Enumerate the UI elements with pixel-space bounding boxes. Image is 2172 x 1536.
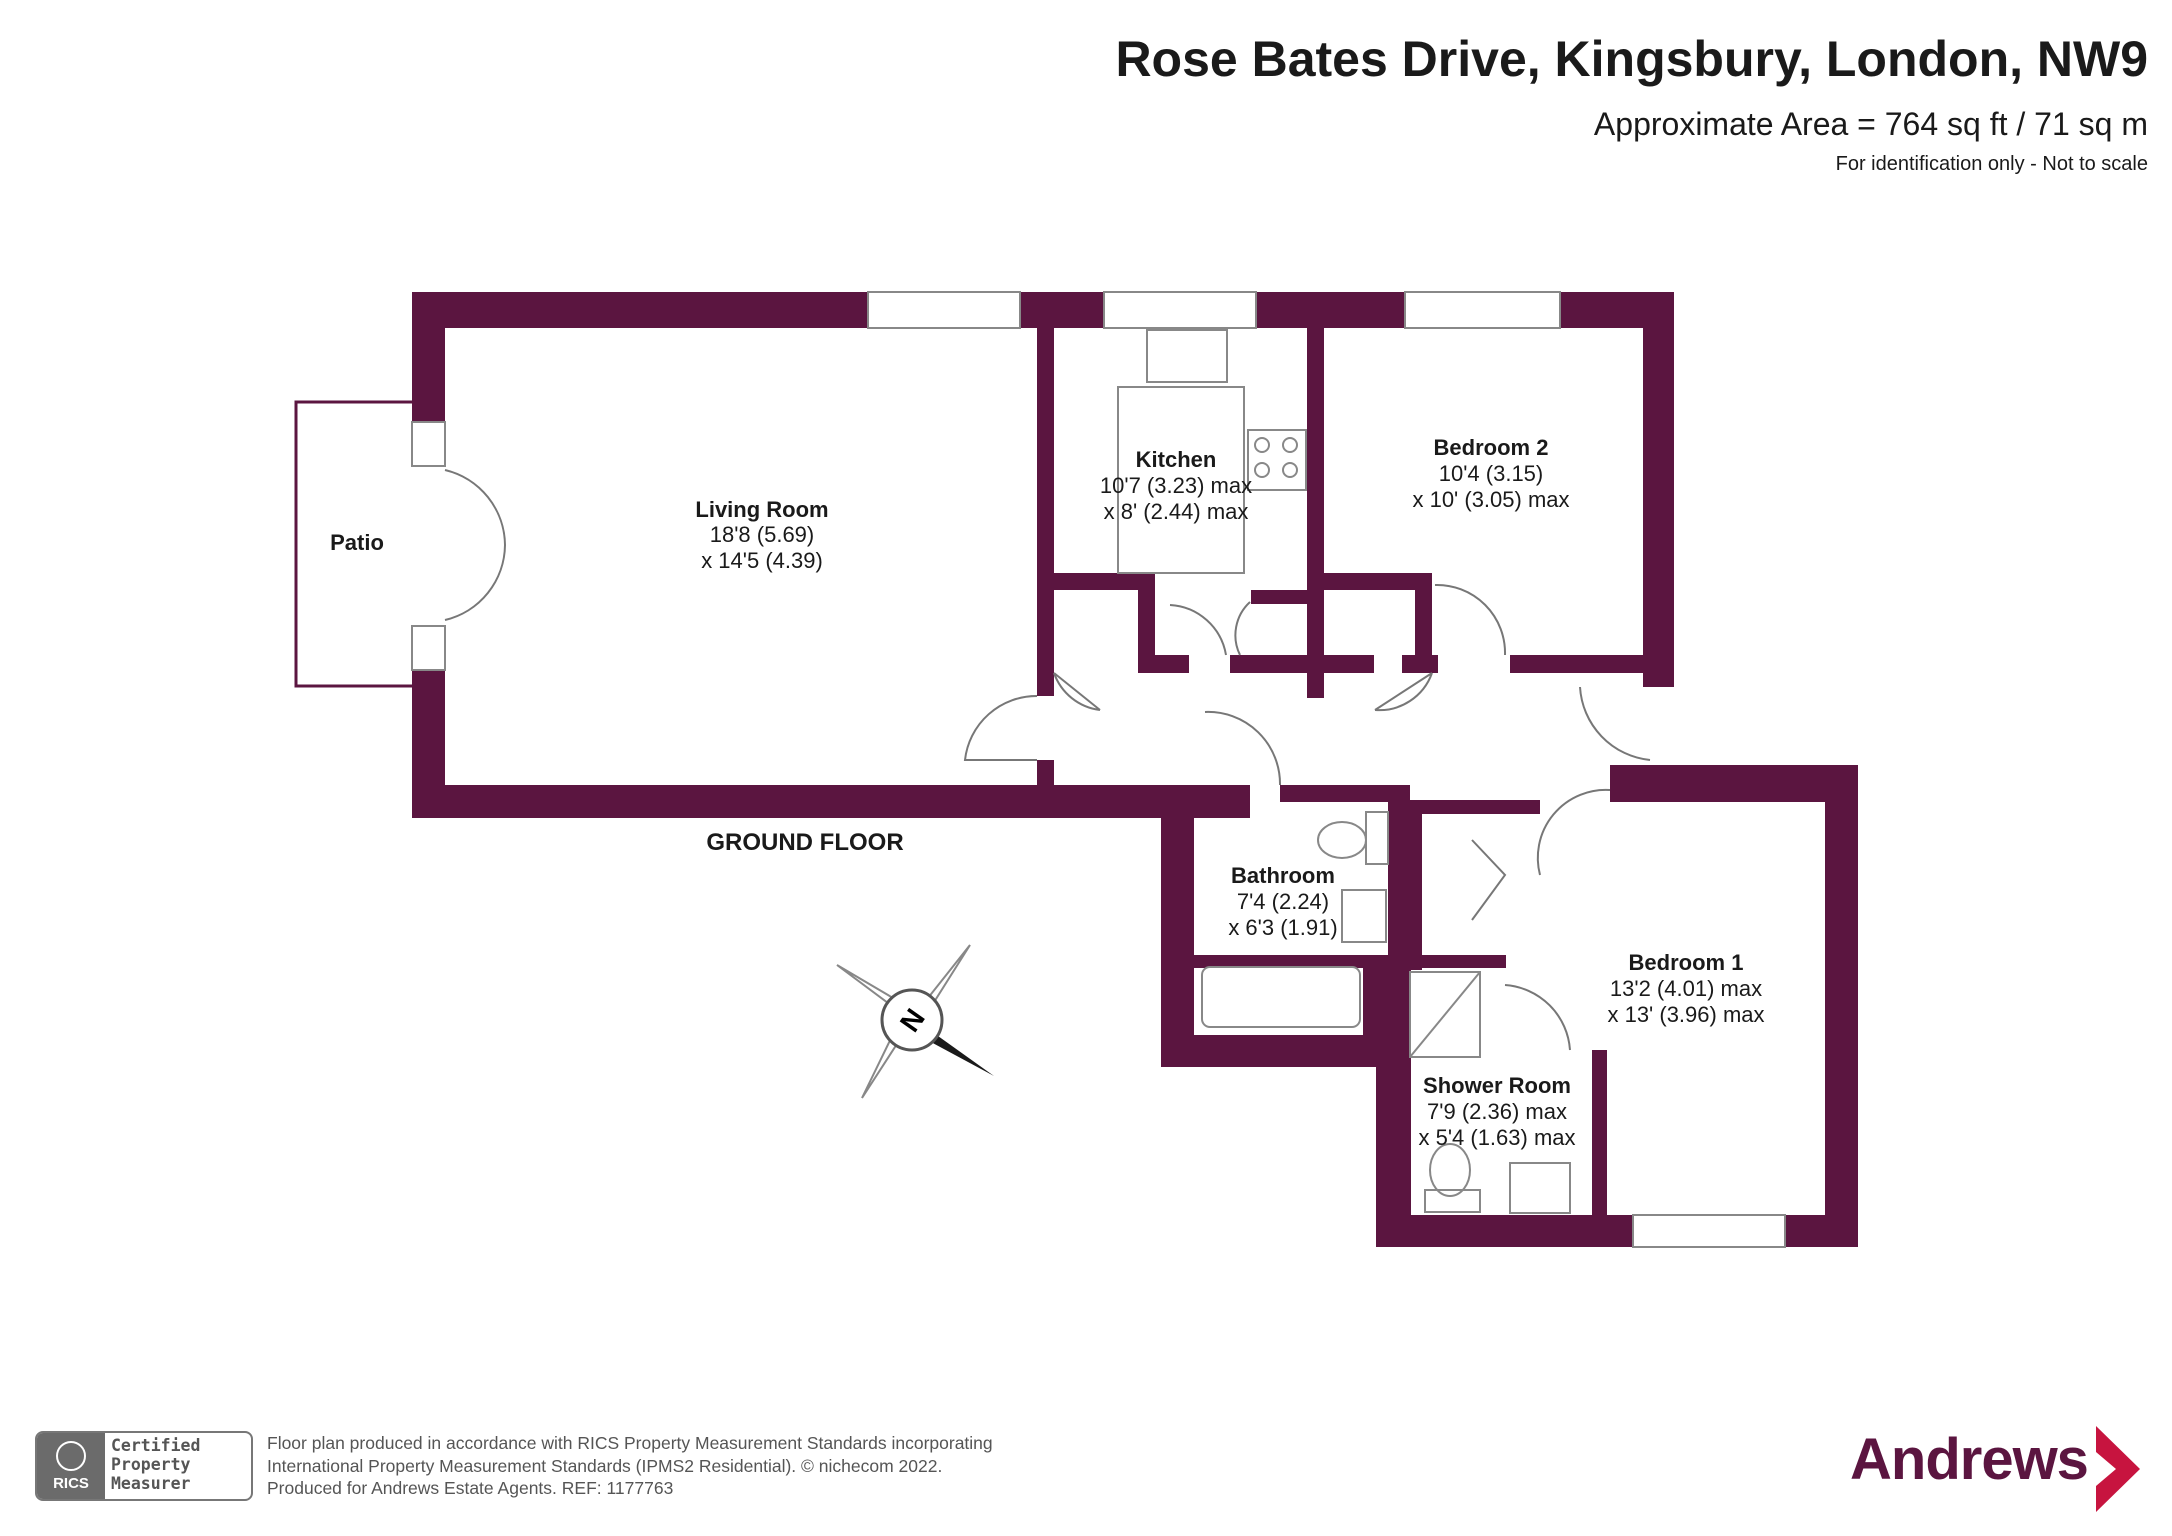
compass-rose-icon: N: [836, 944, 994, 1099]
footer-line-3: Produced for Andrews Estate Agents. REF:…: [267, 1478, 674, 1498]
rics-certified-badge: RICS Certified Property Measurer: [35, 1431, 253, 1501]
patio-outline: [294, 400, 412, 688]
bathroom-dim1: 7'4 (2.24): [1237, 889, 1329, 914]
hob-icon: [1247, 429, 1307, 491]
bedroom-1-dim2: x 13' (3.96) max: [1607, 1002, 1764, 1027]
rics-text-line3: Measurer: [111, 1474, 191, 1493]
bath-icon: [1201, 966, 1361, 1028]
windows: [411, 291, 1786, 1248]
shower-tray-icon: [1409, 971, 1481, 1058]
bedroom-2-dim1: 10'4 (3.15): [1439, 461, 1544, 486]
footer-line-2: International Property Measurement Stand…: [267, 1455, 943, 1476]
toilet-icon: [1317, 821, 1367, 859]
page-title: Rose Bates Drive, Kingsbury, London, NW9: [1115, 31, 2148, 87]
rics-logo: RICS: [37, 1433, 105, 1499]
door-swings: [444, 469, 1651, 1051]
bedroom-2-dim2: x 10' (3.05) max: [1412, 487, 1569, 512]
approximate-area: Approximate Area = 764 sq ft / 71 sq m: [1593, 106, 2148, 142]
scale-note: For identification only - Not to scale: [1835, 153, 2148, 175]
kitchen-name: Kitchen: [1136, 447, 1217, 472]
bathroom-name: Bathroom: [1231, 863, 1335, 888]
andrews-arrow-icon: [2096, 1426, 2140, 1512]
fixtures: [1117, 329, 1571, 1214]
rics-text-line1: Certified: [111, 1436, 201, 1455]
basin-icon: [1341, 889, 1387, 943]
kitchen-dim1: 10'7 (3.23) max: [1100, 473, 1252, 498]
rics-crest-icon: [56, 1440, 86, 1471]
living-room-dim2: x 14'5 (4.39): [701, 548, 823, 573]
kitchen-counter: [1117, 386, 1245, 574]
bathroom-dim2: x 6'3 (1.91): [1228, 915, 1337, 940]
shower-toilet-icon: [1429, 1143, 1471, 1197]
shower-room-name: Shower Room: [1423, 1073, 1571, 1098]
shower-room-dim1: 7'9 (2.36) max: [1427, 1099, 1567, 1124]
bedroom-2-name: Bedroom 2: [1434, 435, 1549, 460]
kitchen-dim2: x 8' (2.44) max: [1104, 499, 1249, 524]
living-room-name: Living Room: [695, 497, 828, 522]
living-room-dim1: 18'8 (5.69): [710, 522, 815, 547]
floor-label: GROUND FLOOR: [706, 829, 903, 856]
bedroom-1-dim1: 13'2 (4.01) max: [1610, 976, 1762, 1001]
shower-room-dim2: x 5'4 (1.63) max: [1418, 1125, 1575, 1150]
walls: [412, 292, 1858, 1247]
andrews-logo: Andrews: [1850, 1427, 2089, 1492]
patio-label: Patio: [330, 530, 384, 555]
footer-line-1: Floor plan produced in accordance with R…: [267, 1433, 993, 1453]
footer-disclaimer: Floor plan produced in accordance with R…: [267, 1432, 993, 1500]
rics-text-line2: Property: [111, 1455, 191, 1474]
bedroom-1-name: Bedroom 1: [1629, 950, 1744, 975]
shower-basin-icon: [1509, 1162, 1571, 1214]
kitchen-sink-icon: [1146, 329, 1228, 383]
